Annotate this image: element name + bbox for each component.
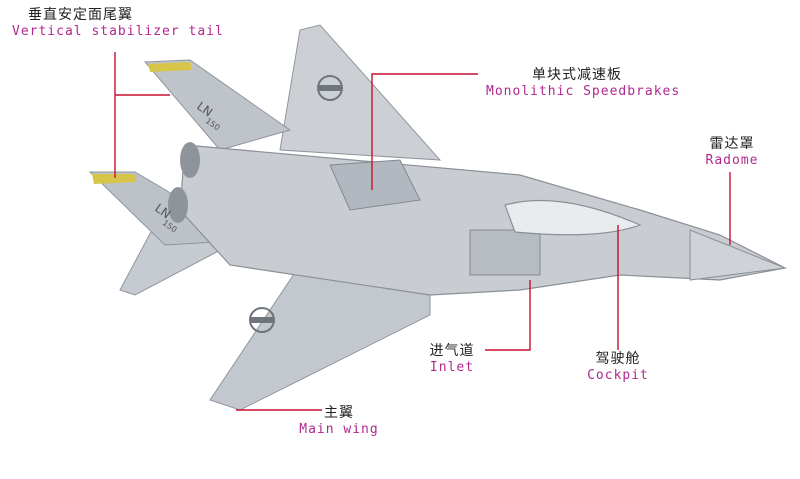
radome-shape [689,229,787,281]
leader-lines [114,52,731,411]
inlet-block [469,229,541,276]
vertical-tail-upper [143,59,292,151]
leader-inlet [485,280,531,351]
speedbrakes-en: Monolithic Speedbrakes [486,84,681,99]
radome-en: Radome [705,153,759,168]
callout-inlet: 进气道 Inlet [420,342,484,376]
inlet-zh: 进气道 [429,343,475,359]
leader-speedbrakes [371,73,478,190]
callout-cockpit: 驾驶舱 Cockpit [580,350,656,384]
callout-radome: 雷达罩 Radome [700,135,764,169]
radome-zh: 雷达罩 [709,136,755,152]
callout-vertical-stabilizer: 垂直安定面尾翼 Vertical stabilizer tail [12,6,224,40]
main-wing-en: Main wing [299,422,379,437]
tail-stripe-upper [148,62,192,72]
canopy [504,199,642,236]
fuselage [179,144,787,296]
vertical-stabilizer-zh: 垂直安定面尾翼 [28,7,133,23]
speedbrakes-zh: 单块式减速板 [532,67,622,83]
tail-stripe-lower [92,174,136,184]
main-wing-upper [279,24,442,161]
main-wing-zh: 主翼 [324,405,354,421]
roundel-lower-wing [249,307,275,333]
callout-main-wing: 主翼 Main wing [292,404,386,438]
inlet-en: Inlet [429,360,475,375]
engine-nozzle-lower [168,187,188,223]
cockpit-zh: 驾驶舱 [595,351,641,367]
vertical-stabilizer-en: Vertical stabilizer tail [12,24,224,39]
speedbrake-panel [329,159,421,211]
engine-nozzle-upper [180,142,200,178]
cockpit-en: Cockpit [587,368,649,383]
callout-speedbrakes: 单块式减速板 Monolithic Speedbrakes [486,66,680,100]
roundel-upper-wing [317,75,343,101]
